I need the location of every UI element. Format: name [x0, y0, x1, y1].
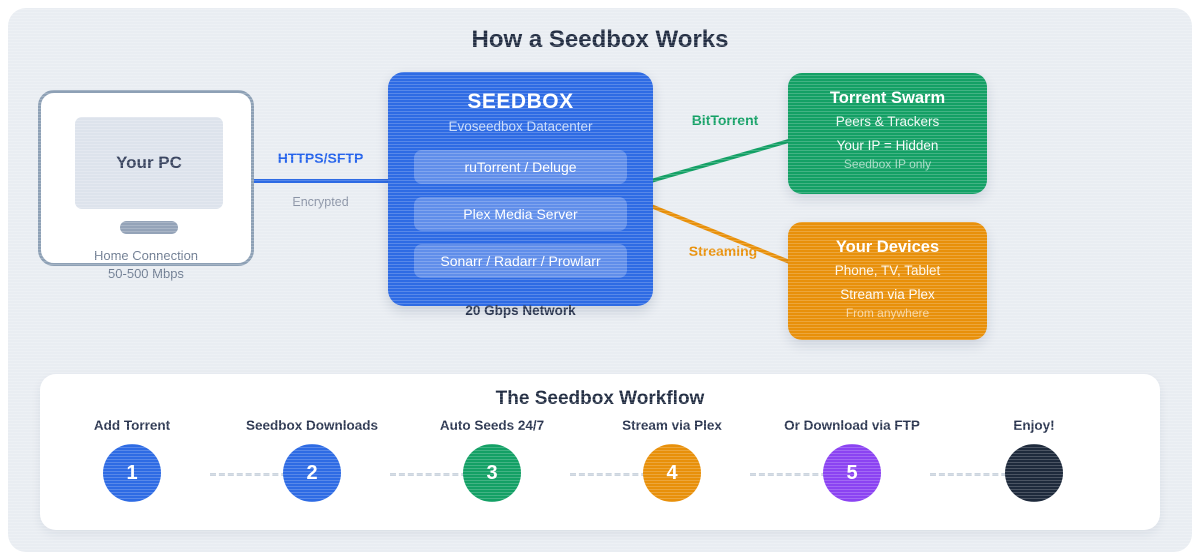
bittorrent-label: BitTorrent [691, 112, 759, 128]
streaming-line [650, 204, 793, 265]
your-devices-line3: From anywhere [845, 306, 930, 320]
torrent-swarm-line3: Seedbox IP only [843, 157, 932, 171]
step-5-label: Or Download via FTP [784, 418, 920, 433]
step-2-label: Seedbox Downloads [245, 418, 379, 433]
your-devices-title: Your Devices [835, 238, 940, 256]
workflow-card: The Seedbox Workflow Add Torrent 1 Seedb… [40, 374, 1160, 530]
your-devices-line1: Phone, TV, Tablet [834, 263, 941, 278]
step-enjoy-circle [1005, 444, 1063, 502]
page-title: How a Seedbox Works [471, 26, 729, 53]
workflow-step-3: Auto Seeds 24/7 3 [407, 418, 577, 502]
service-rutorrent-deluge: ruTorrent / Deluge [414, 150, 627, 184]
service-sonarr-radarr-prowlarr: Sonarr / Radarr / Prowlarr [414, 244, 627, 278]
workflow-step-4: Stream via Plex 4 [587, 418, 757, 502]
your-pc-box: Your PC Home Connection [38, 90, 254, 266]
pc-caption: Home Connection [93, 248, 199, 263]
encrypted-label: Encrypted [292, 195, 349, 209]
torrent-swarm-line2: Your IP = Hidden [836, 138, 939, 153]
step-3-circle: 3 [463, 444, 521, 502]
step-connector-2-3 [390, 473, 494, 476]
torrent-swarm-title: Torrent Swarm [829, 89, 946, 107]
workflow-title: The Seedbox Workflow [495, 388, 705, 409]
https-sftp-label: HTTPS/SFTP [277, 150, 364, 166]
step-2-circle: 2 [283, 444, 341, 502]
step-connector-1-2 [210, 473, 314, 476]
step-connector-4-5 [750, 473, 854, 476]
step-4-circle: 4 [643, 444, 701, 502]
step-connector-5-6 [930, 473, 1034, 476]
step-5-circle: 5 [823, 444, 881, 502]
pc-label: Your PC [116, 153, 182, 172]
your-devices-box: Your Devices Phone, TV, Tablet Stream vi… [788, 222, 987, 340]
workflow-step-1: Add Torrent 1 [47, 418, 217, 502]
seedbox-box: SEEDBOX Evoseedbox Datacenter ruTorrent … [388, 72, 653, 306]
pc-monitor-icon: Your PC [75, 117, 223, 209]
bittorrent-line [650, 138, 793, 183]
workflow-step-2: Seedbox Downloads 2 [227, 418, 397, 502]
workflow-step-5: Or Download via FTP 5 [767, 418, 937, 502]
pc-monitor-stand-icon [120, 221, 178, 234]
seedbox-title: SEEDBOX [467, 90, 574, 113]
pc-speed: 50-500 Mbps [108, 266, 184, 281]
your-devices-line2: Stream via Plex [840, 287, 935, 302]
step-connector-3-4 [570, 473, 674, 476]
workflow-step-enjoy: Enjoy! [949, 418, 1119, 502]
torrent-swarm-line1: Peers & Trackers [835, 114, 940, 129]
step-4-label: Stream via Plex [622, 418, 722, 433]
step-3-label: Auto Seeds 24/7 [439, 418, 545, 433]
seedbox-subtitle: Evoseedbox Datacenter [448, 119, 593, 134]
step-1-circle: 1 [103, 444, 161, 502]
torrent-swarm-box: Torrent Swarm Peers & Trackers Your IP =… [788, 73, 987, 194]
service-plex-media-server: Plex Media Server [414, 197, 627, 231]
step-1-label: Add Torrent [93, 418, 171, 433]
step-enjoy-label: Enjoy! [1013, 418, 1055, 433]
streaming-label: Streaming [688, 243, 758, 259]
seedbox-network-label: 20 Gbps Network [465, 303, 576, 318]
